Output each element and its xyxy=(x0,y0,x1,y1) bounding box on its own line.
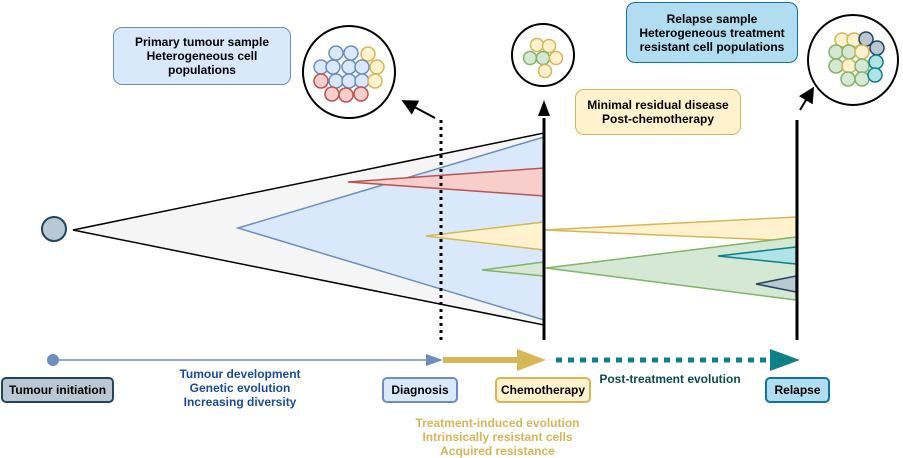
callout-line: populations xyxy=(167,63,236,77)
green-cell-icon xyxy=(840,71,856,87)
blue-cell-icon xyxy=(341,73,357,89)
stage-label: Tumour initiation xyxy=(8,383,107,397)
yellow-cell-icon xyxy=(541,38,557,54)
teal-cell-icon xyxy=(867,67,883,83)
note-line: Post-treatment evolution xyxy=(599,372,741,386)
treatment-note: Treatment-induced evolution Intrinsicall… xyxy=(400,416,595,458)
green-cell-icon xyxy=(535,50,551,66)
note-line: Increasing diversity xyxy=(183,395,297,409)
green-cell-icon xyxy=(828,58,844,74)
yellow-cell-icon xyxy=(841,58,857,74)
initiation-cell-icon xyxy=(41,216,67,242)
blue-cell-icon xyxy=(325,59,341,75)
green-clone-post xyxy=(545,236,797,301)
post-treatment-arrowhead-icon xyxy=(770,349,800,371)
mrd-callout: Minimal residual disease Post-chemothera… xyxy=(575,89,741,135)
stage-chemotherapy: Chemotherapy xyxy=(495,377,591,403)
blue-cell-icon xyxy=(341,59,357,75)
blue-cell-icon xyxy=(354,73,370,89)
stage-label: Chemotherapy xyxy=(500,383,586,397)
mrd-sample-cells xyxy=(522,37,564,79)
yellow-cell-icon xyxy=(548,50,564,66)
callout-line: Heterogeneous treatment xyxy=(639,25,785,40)
callout-line: Post-chemotherapy xyxy=(601,112,715,126)
stage-label: Diagnosis xyxy=(391,383,449,397)
relapse-sample-cells xyxy=(828,31,885,87)
green-cell-icon xyxy=(854,58,870,74)
treatment-arrowhead-icon xyxy=(517,349,546,371)
relapse-sample-arrow xyxy=(798,86,815,111)
callout-line: Relapse sample xyxy=(666,11,758,26)
callout-line: resistant cell populations xyxy=(639,39,785,54)
callout-line: Primary tumour sample xyxy=(134,35,270,49)
note-line: Genetic evolution xyxy=(189,381,291,395)
primary-sample-cells xyxy=(313,45,385,103)
yellow-cell-icon xyxy=(537,63,553,79)
callout-line: Minimal residual disease xyxy=(587,98,729,112)
relapse-sample-callout: Relapse sample Heterogeneous treatment r… xyxy=(626,2,798,63)
red-cell-icon xyxy=(313,73,329,89)
development-note: Tumour development Genetic evolution Inc… xyxy=(160,367,320,409)
blue-cell-icon xyxy=(328,45,344,61)
note-line: Treatment-induced evolution xyxy=(415,416,580,430)
stage-relapse: Relapse xyxy=(765,377,830,403)
green-cell-icon xyxy=(522,50,538,66)
post-treatment-note: Post-treatment evolution xyxy=(588,372,752,386)
green-cell-icon xyxy=(841,44,857,60)
slate-cell-icon xyxy=(869,40,885,56)
yellow-cell-icon xyxy=(360,46,376,62)
yellow-cell-icon xyxy=(854,44,870,60)
stage-label: Relapse xyxy=(774,383,821,397)
stage-diagnosis: Diagnosis xyxy=(382,377,458,403)
teal-cell-icon xyxy=(868,54,884,70)
yellow-cell-icon xyxy=(367,73,383,89)
yellow-cell-icon xyxy=(369,59,385,75)
green-cell-icon xyxy=(828,44,844,60)
green-cell-icon xyxy=(854,71,870,87)
blue-cell-icon xyxy=(328,73,344,89)
primary-sample-arrow xyxy=(401,100,436,119)
red-cell-icon xyxy=(353,86,369,102)
development-arrowhead-icon xyxy=(426,354,443,366)
note-line: Tumour development xyxy=(179,367,301,381)
blue-cell-icon xyxy=(343,45,359,61)
red-cell-icon xyxy=(324,86,340,102)
note-line: Acquired resistance xyxy=(440,444,555,458)
callout-line: Heterogeneous cell xyxy=(146,49,258,63)
yellow-clone-post xyxy=(543,216,797,242)
red-cell-icon xyxy=(338,87,354,103)
primary-sample-callout: Primary tumour sample Heterogeneous cell… xyxy=(113,27,291,85)
note-line: Intrinsically resistant cells xyxy=(422,430,573,444)
chemotherapy-up-arrow-icon xyxy=(538,100,550,116)
stage-tumour-initiation: Tumour initiation xyxy=(1,377,114,403)
yellow-cell-icon xyxy=(529,37,545,53)
blue-cell-icon xyxy=(354,59,370,75)
